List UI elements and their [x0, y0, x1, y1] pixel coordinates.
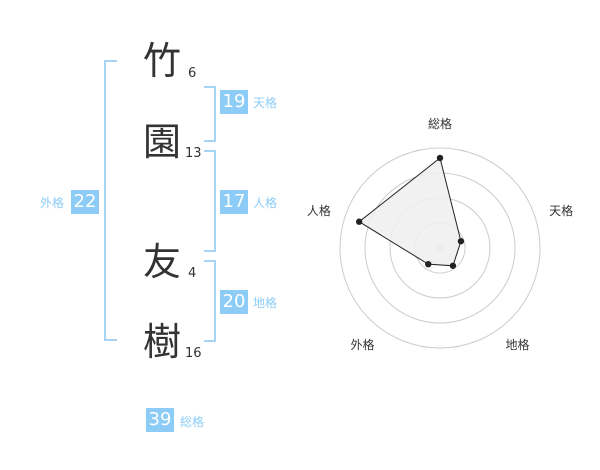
- tenkaku-label: 天格: [253, 96, 278, 110]
- gaikaku-value: 22: [71, 190, 99, 214]
- name-char-4: 樹: [143, 320, 182, 364]
- stroke-count-2: 13: [185, 146, 202, 161]
- name-char-2: 園: [143, 120, 182, 164]
- jinkaku-label: 人格: [253, 196, 278, 210]
- tenkaku-bracket: [204, 86, 216, 142]
- soukaku-value: 39: [146, 408, 174, 432]
- tenkaku-value: 19: [220, 90, 248, 114]
- radar-point-5: [355, 218, 363, 225]
- radar-point-2: [457, 238, 465, 245]
- radar-ring-4: [339, 147, 541, 349]
- name-char-3: 友: [143, 240, 182, 284]
- gaikaku-bracket: [104, 60, 117, 341]
- radar-label-2: 天格: [549, 203, 573, 218]
- radar-label-3: 地格: [506, 337, 530, 352]
- jinkaku-value: 17: [220, 190, 248, 214]
- soukaku-label: 総格: [180, 415, 205, 429]
- radar-point-4: [425, 260, 432, 268]
- chikaku-label: 地格: [253, 296, 278, 310]
- radar-point-3: [449, 262, 457, 269]
- radar-label-4: 外格: [350, 337, 374, 352]
- jinkaku-bracket: [204, 150, 216, 252]
- radar-label-1: 総格: [428, 116, 452, 131]
- chikaku-value: 20: [220, 290, 248, 314]
- radar-label-5: 人格: [307, 203, 331, 218]
- stroke-count-4: 16: [185, 346, 202, 361]
- chikaku-bracket: [204, 260, 216, 342]
- radar-points: [355, 154, 465, 269]
- gaikaku-label: 外格: [40, 196, 65, 210]
- stroke-count-1: 6: [188, 66, 197, 81]
- radar-area: [358, 157, 462, 267]
- radar-point-1: [436, 154, 444, 162]
- stroke-count-3: 4: [188, 266, 197, 281]
- name-char-1: 竹: [143, 39, 182, 83]
